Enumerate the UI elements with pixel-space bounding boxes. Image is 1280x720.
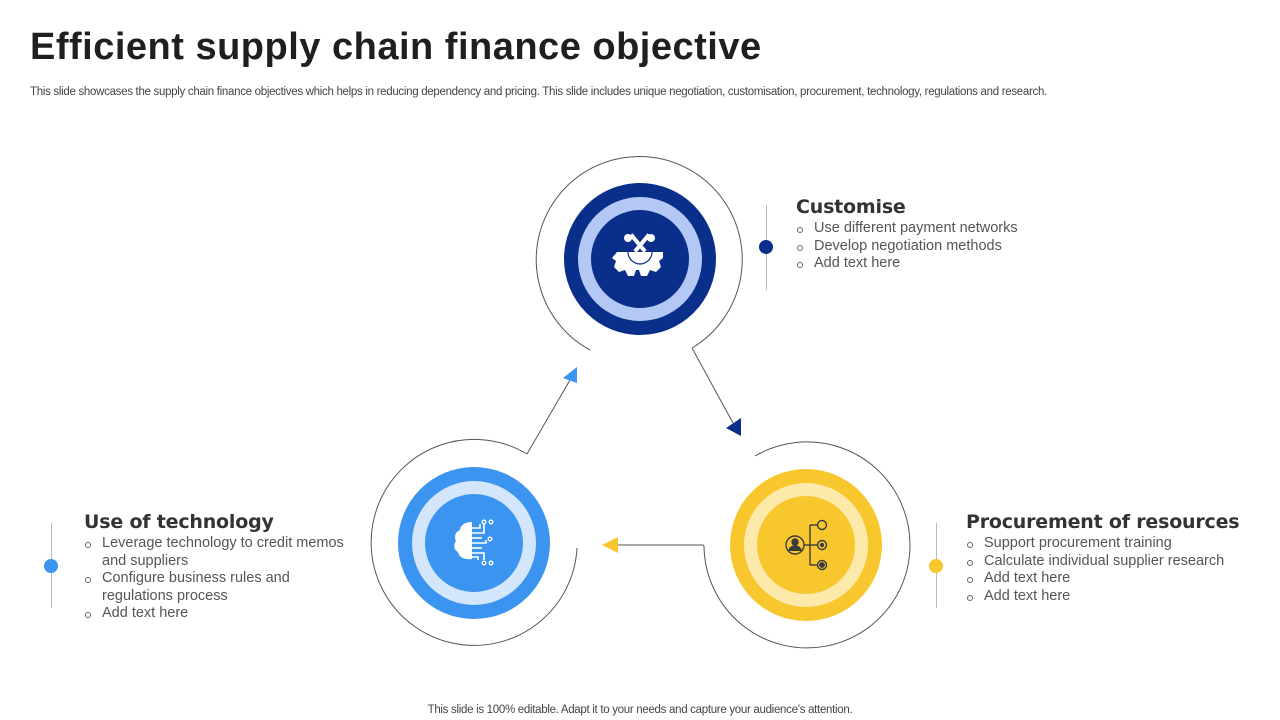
list-item: Support procurement training [966,535,1266,553]
connector-customise-to-procurement [691,347,734,424]
arrow-left-icon [602,537,618,553]
technology-block: Use of technology Leverage technology to… [84,511,359,623]
procurement-marker [929,559,943,573]
page-subtitle: This slide showcases the supply chain fi… [30,86,1047,98]
page-title: Efficient supply chain finance objective [30,26,762,68]
list-item: Leverage technology to credit memos and … [84,535,359,570]
list-item: Develop negotiation methods [796,238,1096,256]
list-item: Add text here [84,605,359,623]
connector-technology-to-customise [526,379,571,455]
procurement-bullets: Support procurement training Calculate i… [966,535,1266,605]
list-item: Add text here [966,570,1266,588]
technology-marker [44,559,58,573]
outer-arc-customise [535,156,743,351]
connector-procurement-to-technology [612,544,705,547]
customise-marker [759,240,773,254]
procurement-title: Procurement of resources [966,511,1240,533]
customise-block: Customise Use different payment networks… [796,196,1096,273]
footer-note: This slide is 100% editable. Adapt it to… [427,704,853,716]
customise-title: Customise [796,196,906,218]
technology-title: Use of technology [84,511,274,533]
customise-bullets: Use different payment networks Develop n… [796,220,1096,273]
list-item: Configure business rules and regulations… [84,570,359,605]
brain-circuit-icon [454,519,494,566]
outer-arc-procurement [703,441,911,649]
arrow-down-right-icon [726,418,741,436]
list-item: Calculate individual supplier research [966,553,1266,571]
node-customise [564,183,716,335]
list-item: Use different payment networks [796,220,1096,238]
technology-bullets: Leverage technology to credit memos and … [84,535,359,623]
outer-arc-technology [370,438,578,646]
node-procurement [730,469,882,621]
user-network-icon [785,519,828,571]
list-item: Add text here [966,588,1266,606]
gear-tools-icon [612,233,663,276]
node-technology [398,467,550,619]
arrow-up-right-icon [563,367,577,383]
procurement-block: Procurement of resources Support procure… [966,511,1266,605]
list-item: Add text here [796,255,1096,273]
